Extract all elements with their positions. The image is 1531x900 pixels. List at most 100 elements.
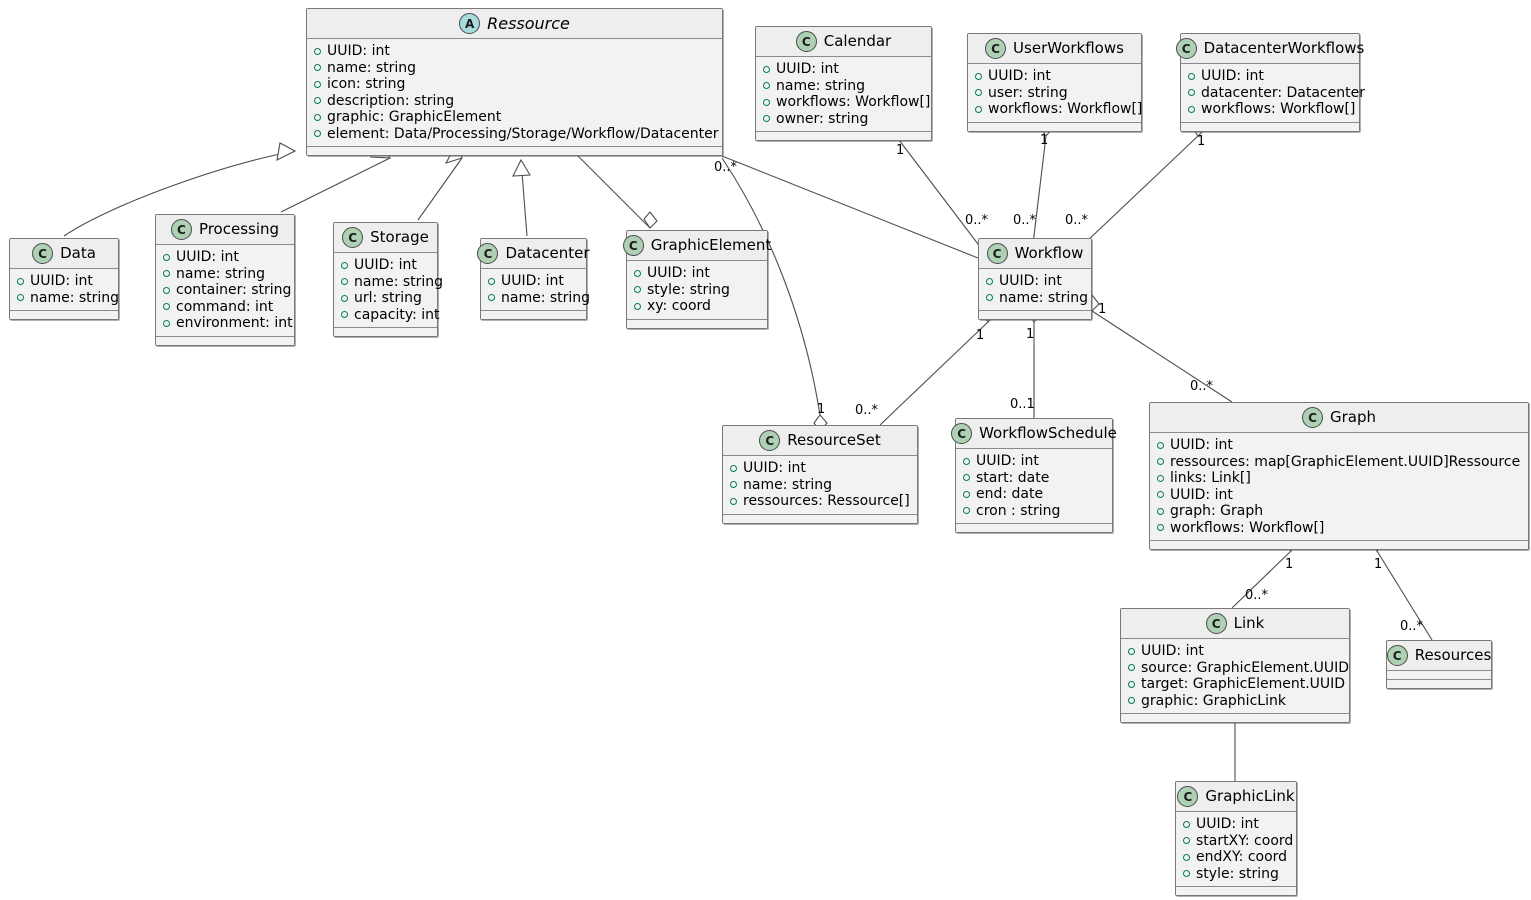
attribute-row: UUID: int bbox=[986, 273, 1085, 290]
public-visibility-icon bbox=[1157, 524, 1164, 532]
attribute-label: UUID: int bbox=[1170, 437, 1233, 453]
class-icon: C bbox=[32, 243, 54, 264]
attribute-label: UUID: int bbox=[976, 453, 1039, 469]
attribute-row: name: string bbox=[488, 290, 590, 307]
attribute-row: ressources: Ressource[] bbox=[730, 493, 911, 510]
attribute-label: style: string bbox=[1196, 865, 1279, 882]
attribute-label: UUID: int bbox=[1196, 816, 1259, 832]
attribute-row: source: GraphicElement.UUID bbox=[1128, 660, 1349, 677]
attribute-label: ressources: Ressource[] bbox=[743, 493, 910, 509]
public-visibility-icon bbox=[730, 497, 737, 505]
attribute-label: name: string bbox=[354, 273, 444, 290]
class-methods-calendar bbox=[756, 132, 931, 140]
public-visibility-icon bbox=[314, 64, 321, 72]
multiplicity-label: 1 bbox=[1197, 134, 1206, 149]
attribute-label: endXY: coord bbox=[1196, 849, 1288, 865]
attribute-label: workflows: Workflow[] bbox=[1201, 101, 1356, 117]
public-visibility-icon bbox=[1188, 89, 1195, 97]
attribute-row: UUID: int bbox=[488, 273, 580, 290]
public-visibility-icon bbox=[1128, 680, 1135, 688]
public-visibility-icon bbox=[963, 457, 970, 465]
public-visibility-icon bbox=[1188, 105, 1195, 113]
attribute-label: graphic: GraphicElement bbox=[327, 109, 502, 125]
attribute-row: name: string bbox=[763, 78, 925, 95]
public-visibility-icon bbox=[163, 319, 170, 327]
attribute-label: user: string bbox=[988, 84, 1068, 101]
public-visibility-icon bbox=[1183, 870, 1190, 878]
multiplicity-label: 1 bbox=[896, 143, 905, 158]
attribute-row: environment: int bbox=[163, 315, 293, 332]
class-icon: C bbox=[951, 423, 973, 444]
attribute-label: ressources: map[GraphicElement.UUID]Ress… bbox=[1170, 453, 1521, 470]
attribute-label: workflows: Workflow[] bbox=[776, 94, 931, 110]
attribute-label: name: string bbox=[501, 289, 591, 306]
class-title-workflowschedule: WorkflowSchedule bbox=[979, 424, 1117, 442]
attribute-row: icon: string bbox=[314, 76, 716, 93]
class-icon: C bbox=[622, 235, 644, 256]
attribute-label: source: GraphicElement.UUID bbox=[1141, 659, 1350, 676]
class-methods-storage bbox=[334, 328, 437, 336]
multiplicity-label: 0..* bbox=[1245, 588, 1269, 603]
public-visibility-icon bbox=[314, 113, 321, 121]
public-visibility-icon bbox=[975, 72, 982, 80]
attribute-label: end: date bbox=[976, 486, 1044, 502]
public-visibility-icon bbox=[488, 294, 495, 302]
public-visibility-icon bbox=[963, 490, 970, 498]
attribute-row: workflows: Workflow[] bbox=[1157, 520, 1522, 537]
class-icon: C bbox=[1175, 38, 1197, 59]
public-visibility-icon bbox=[341, 311, 348, 319]
attribute-row: endXY: coord bbox=[1183, 849, 1290, 866]
attribute-row: command: int bbox=[163, 299, 288, 316]
multiplicity-label: 1 bbox=[1374, 557, 1383, 572]
attribute-row: UUID: int bbox=[1188, 68, 1353, 85]
attribute-row: element: Data/Processing/Storage/Workflo… bbox=[314, 125, 719, 143]
public-visibility-icon bbox=[963, 474, 970, 482]
attribute-row: startXY: coord bbox=[1183, 833, 1293, 850]
attribute-row: UUID: int bbox=[341, 257, 431, 274]
attribute-label: name: string bbox=[776, 77, 866, 94]
edge-storage-ressource bbox=[417, 157, 463, 221]
class-title-processing: Processing bbox=[198, 220, 280, 238]
attribute-row: workflows: Workflow[] bbox=[975, 101, 1142, 118]
attribute-label: UUID: int bbox=[743, 460, 806, 476]
attribute-row: user: string bbox=[975, 85, 1135, 102]
attribute-label: description: string bbox=[327, 92, 455, 109]
class-icon: C bbox=[342, 227, 364, 248]
attribute-label: icon: string bbox=[327, 76, 406, 92]
class-title-datacenter: Datacenter bbox=[505, 244, 590, 262]
multiplicity-label: 1 bbox=[817, 402, 826, 417]
public-visibility-icon bbox=[963, 507, 970, 515]
attribute-row: description: string bbox=[314, 93, 716, 110]
class-title-graphicelement: GraphicElement bbox=[650, 236, 772, 254]
public-visibility-icon bbox=[763, 82, 770, 90]
class-methods-graphiclink bbox=[1176, 887, 1296, 895]
attribute-label: element: Data/Processing/Storage/Workflo… bbox=[327, 125, 719, 142]
attribute-label: UUID: int bbox=[354, 257, 417, 273]
class-title-ressource: Ressource bbox=[487, 14, 570, 33]
